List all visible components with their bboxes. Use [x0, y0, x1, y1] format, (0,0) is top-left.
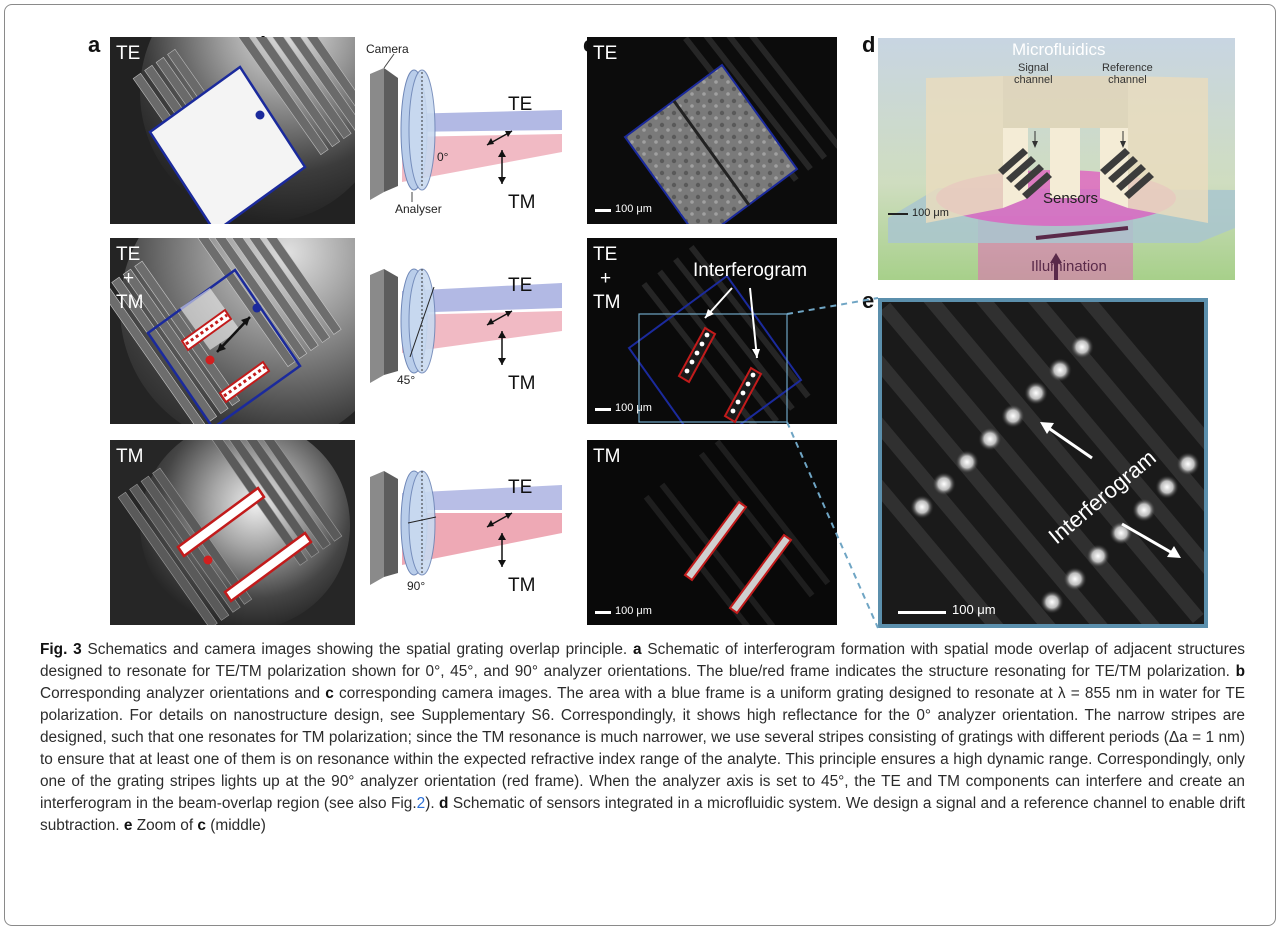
scale-bar: [595, 611, 611, 614]
panel-c-scale-label-mid: 100 μm: [615, 402, 652, 414]
panel-c-scale-label-top: 100 μm: [615, 203, 652, 215]
caption-text-c-end: ).: [425, 795, 435, 812]
panel-label-d: d: [862, 32, 876, 57]
b-tm-label-90: TM: [508, 575, 536, 596]
caption-letter-e: e: [123, 817, 133, 834]
panel-c-scale-label-bottom: 100 μm: [615, 605, 652, 617]
angle-label-90: 90°: [407, 579, 426, 593]
panel-a-te-tm-image: TE + TM: [110, 238, 355, 424]
panel-b-analyser-90: 90° TE TM: [262, 455, 567, 635]
panel-c-te-label: TE: [593, 43, 618, 64]
caption-letter-b: b: [1235, 663, 1245, 680]
analyser-label: Analyser: [395, 202, 442, 216]
panel-b-analyser-0: Camera Analyser 0° TE TM: [262, 42, 567, 242]
b-te-label-0: TE: [508, 94, 533, 115]
angle-label-45: 45°: [397, 373, 416, 387]
panel-c-te-image: TE 100 μm: [587, 37, 837, 224]
panel-a-te-image: TE: [110, 37, 355, 224]
panel-c-mid-label-3: TM: [593, 292, 621, 313]
camera-label: Camera: [366, 42, 409, 56]
b-te-label-45: TE: [508, 275, 533, 296]
panel-label-a: a: [88, 32, 101, 57]
caption-text-e-end: (middle): [210, 817, 266, 834]
panel-c-tm-image: TM 100 μm: [587, 440, 837, 625]
reference-channel-label: Reference channel: [1102, 62, 1153, 86]
panel-c-mid-label-2: +: [600, 268, 612, 289]
b-te-label-90: TE: [508, 477, 533, 498]
panel-label-e: e: [862, 288, 875, 313]
angle-label-0: 0°: [437, 150, 449, 164]
caption-title: Schematics and camera images showing the…: [87, 641, 628, 658]
caption-e-ref-letter: c: [197, 817, 206, 834]
panel-c-interferogram-label: Interferogram: [693, 260, 808, 281]
caption-text-c: corresponding camera images. The area wi…: [40, 685, 1245, 812]
panel-a-mid-label-3: TM: [116, 292, 144, 313]
panel-a-te-label: TE: [116, 43, 141, 64]
scale-bar: [595, 209, 611, 212]
panel-c-mid-label-1: TE: [593, 244, 618, 265]
caption-letter-c: c: [325, 685, 334, 702]
caption-text-e: Zoom of: [136, 817, 194, 834]
panel-a-tm-image: TM: [110, 440, 355, 625]
caption-text-a: Schematic of interferogram formation wit…: [40, 641, 1245, 680]
caption-letter-a: a: [633, 641, 642, 658]
b-tm-label-0: TM: [508, 192, 536, 213]
caption-text-b: Corresponding analyzer orientations and: [40, 685, 321, 702]
signal-channel-label: Signal channel: [1014, 62, 1053, 86]
panel-d-scale-label: 100 μm: [912, 207, 949, 219]
caption-letter-d: d: [439, 795, 449, 812]
panel-a-mid-label-2: +: [123, 268, 135, 289]
illumination-label: Illumination: [1031, 258, 1107, 275]
panel-d-microfluidics: Microfluidics Signal channel Reference c…: [878, 38, 1235, 280]
panel-a-mid-label-1: TE: [116, 244, 141, 265]
b-tm-label-45: TM: [508, 373, 536, 394]
panel-a-tm-label: TM: [116, 446, 144, 467]
scale-bar: [595, 408, 611, 411]
panel-e-zoom-image: Interferogram 100 μm: [878, 298, 1208, 628]
caption-text-d: Schematic of sensors integrated in a mic…: [40, 795, 1246, 834]
panel-c-tm-label: TM: [593, 446, 621, 467]
caption-fig-number: Fig. 3: [40, 641, 82, 658]
sensors-label: Sensors: [1043, 190, 1099, 207]
figure-frame: [4, 4, 1276, 926]
caption-fig-ref[interactable]: 2: [416, 795, 426, 812]
panel-b-analyser-45: 45° TE TM: [262, 253, 567, 443]
figure-caption: Fig. 3 Schematics and camera images show…: [40, 639, 1245, 837]
panel-e-scale-label: 100 μm: [952, 602, 996, 617]
panel-c-te-tm-image: TE + TM Interferogram 100 μm: [587, 238, 837, 424]
panel-d-title: Microfluidics: [1012, 40, 1106, 59]
